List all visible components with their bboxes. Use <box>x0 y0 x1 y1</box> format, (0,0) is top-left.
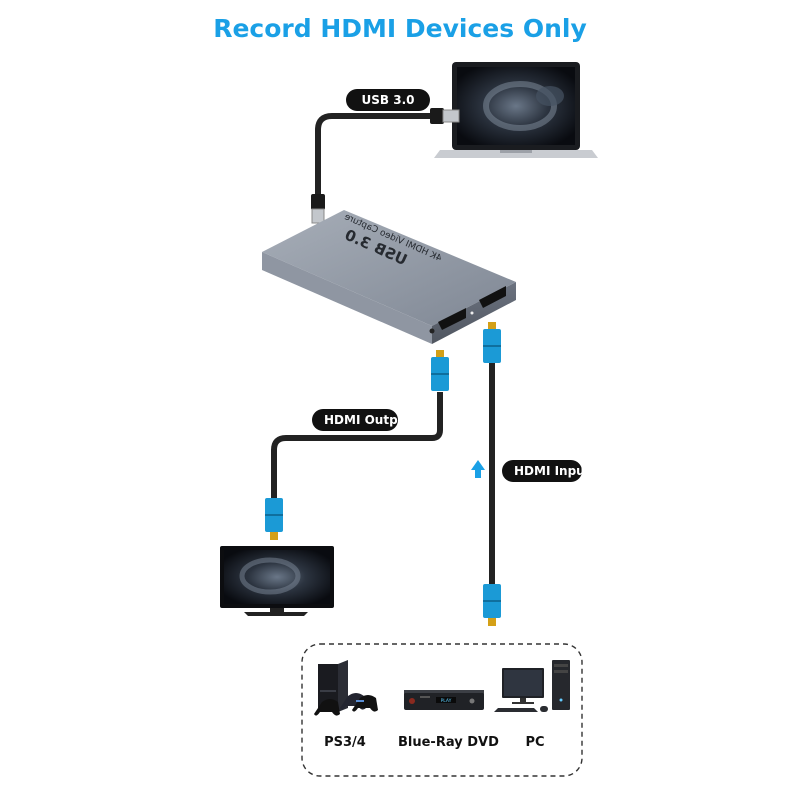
arrow-up-icon <box>471 460 485 478</box>
source-label-pc: PC <box>525 735 545 750</box>
page-title: Record HDMI Devices Only <box>213 14 587 43</box>
dvd-player-icon: PLAY <box>404 690 484 710</box>
usb-cable <box>311 108 460 224</box>
capture-card: USB 3.0 4K HDMI Video Capture <box>262 210 516 344</box>
source-label-ps: PS3/4 <box>324 735 366 750</box>
source-label-dvd: Blue-Ray DVD <box>398 735 499 750</box>
usb-label: USB 3.0 <box>346 89 430 111</box>
hdmi-output-cable <box>265 350 449 540</box>
hdmi-input-cable <box>483 322 501 626</box>
dvd-display-text: PLAY <box>441 698 452 704</box>
hdmi-input-label: HDMI Input <box>502 460 590 482</box>
sources-frame <box>301 643 583 777</box>
laptop-icon <box>434 62 598 158</box>
tv-monitor-icon <box>220 546 334 616</box>
desktop-pc-icon <box>494 660 570 712</box>
hdmi-output-label: HDMI Output <box>312 409 412 431</box>
game-console-icon <box>314 660 378 716</box>
